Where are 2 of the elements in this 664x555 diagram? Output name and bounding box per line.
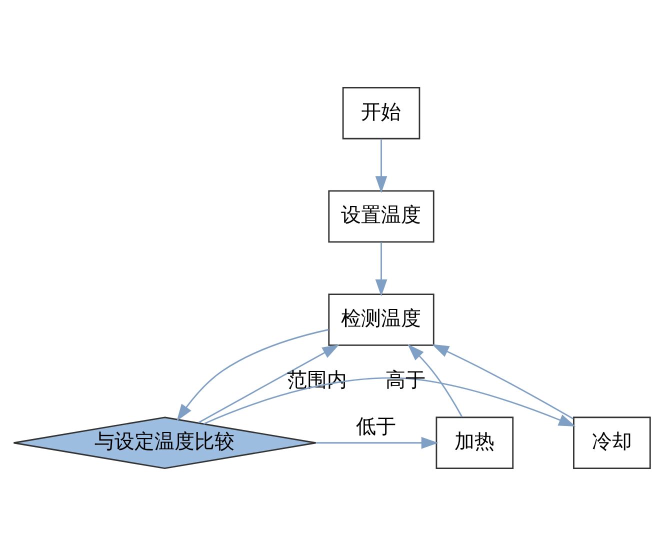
edge-label: 高于: [385, 368, 426, 392]
edge-label: 低于: [356, 414, 396, 438]
